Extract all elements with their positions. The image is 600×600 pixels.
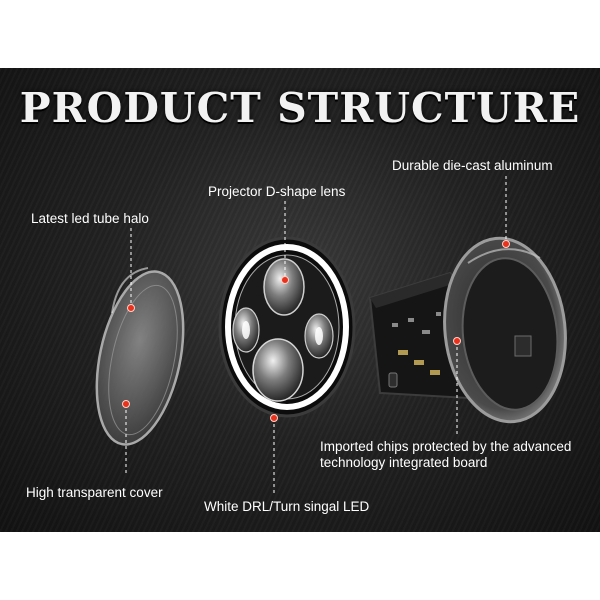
marker-points — [122, 240, 510, 422]
label-transparent-cover: High transparent cover — [26, 485, 163, 500]
label-led-halo: Latest led tube halo — [31, 211, 149, 226]
leader-lines — [125, 176, 507, 496]
page-title: PRODUCT STRUCTURE — [19, 84, 581, 132]
label-drl-led: White DRL/Turn singal LED — [204, 499, 370, 514]
aluminum-housing — [443, 236, 567, 424]
exploded-headlight-illustration — [95, 176, 567, 496]
label-projector-lens: Projector D-shape lens — [208, 184, 346, 199]
product-structure-panel: PRODUCT STRUCTURE — [0, 68, 600, 532]
label-aluminum-housing: Durable die-cast aluminum — [392, 158, 553, 173]
projector-lenses — [232, 258, 334, 402]
transparent-cover — [95, 267, 185, 446]
label-integrated-board: Imported chips protected by the advanced… — [320, 439, 572, 470]
